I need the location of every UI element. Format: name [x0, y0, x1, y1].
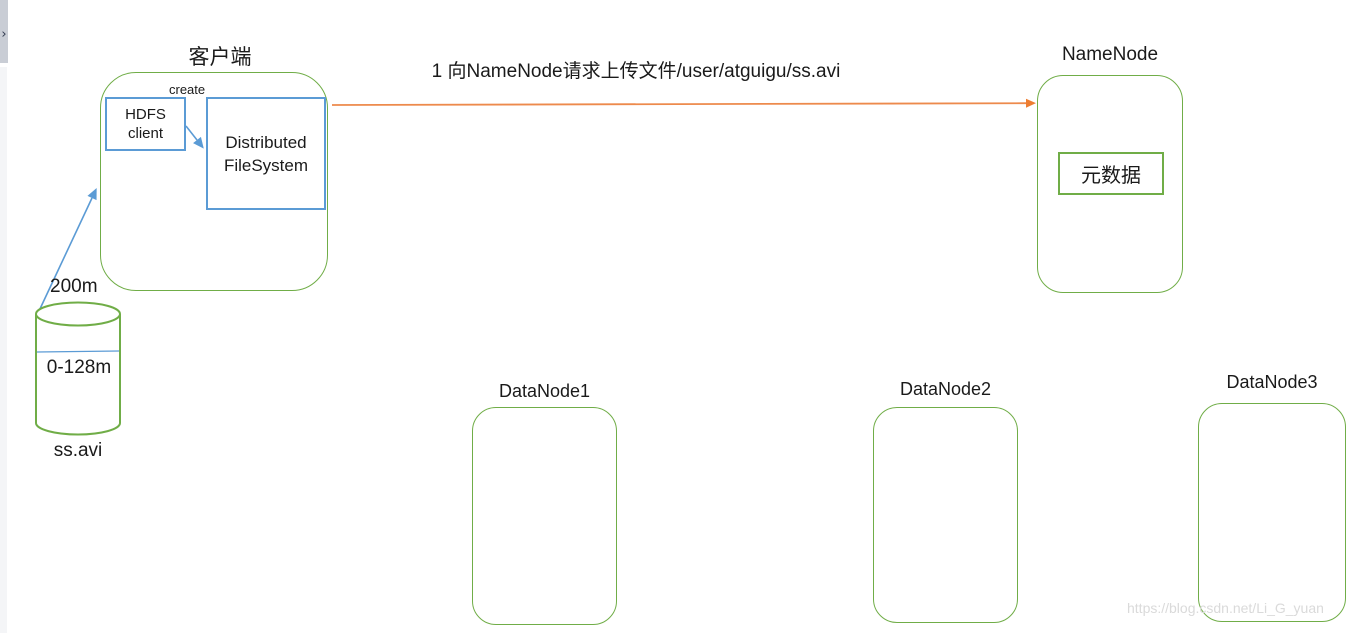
namenode-title: NameNode — [1061, 44, 1159, 65]
block-split-line — [36, 350, 120, 353]
csdn-watermark: https://blog.csdn.net/Li_G_yuan — [1127, 600, 1324, 616]
file-total-size-label: 200m — [50, 276, 98, 297]
request-step-label: 1 向NameNode请求上传文件/user/atguigu/ss.avi — [431, 61, 841, 82]
distributed-filesystem-box: Distributed FileSystem — [206, 97, 326, 210]
file-name-label: ss.avi — [53, 440, 103, 461]
datanode2-box — [873, 407, 1018, 623]
datanode1-box — [472, 407, 617, 625]
client-group-title: 客户端 — [188, 45, 252, 69]
datanode2-title: DataNode2 — [899, 379, 992, 399]
client-group-box — [100, 72, 328, 291]
namenode-box — [1037, 75, 1183, 293]
datanode3-title: DataNode3 — [1226, 372, 1318, 392]
side-panel-track — [0, 67, 7, 633]
datanode3-box — [1198, 403, 1346, 622]
expand-panel-chevron-icon[interactable]: › — [1, 27, 7, 42]
collapsed-side-panel — [0, 0, 8, 63]
datanode1-title: DataNode1 — [498, 381, 591, 401]
create-arrow-label: create — [169, 82, 206, 97]
hdfs-client-box: HDFS client — [105, 97, 186, 151]
request-arrow — [331, 98, 1036, 108]
metadata-box: 元数据 — [1058, 152, 1164, 195]
file-block-range-label: 0-128m — [46, 357, 112, 378]
